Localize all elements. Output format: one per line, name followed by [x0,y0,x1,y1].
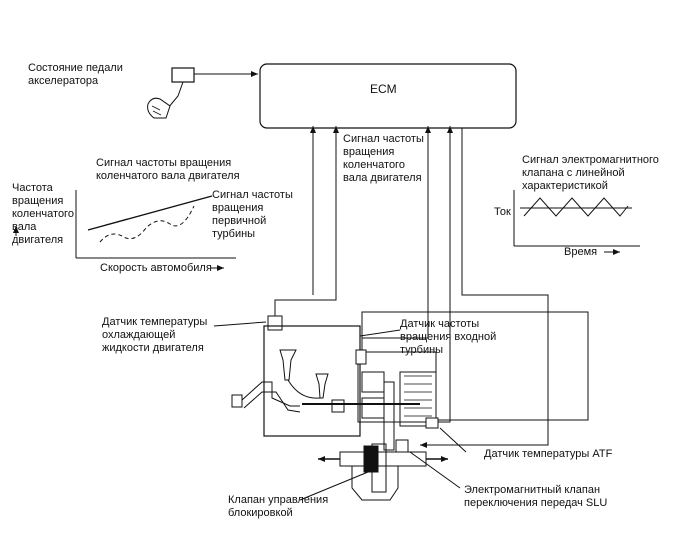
solenoid-current-wave [523,197,629,217]
engine-speed-chart [13,190,236,271]
atf-temp-sensor-label: Датчик температуры ATF [484,448,613,460]
slu-solenoid-label: Электромагнитный клапан переключения пер… [464,484,608,509]
transmission [302,349,439,493]
lockup-valve [318,439,448,501]
crankshaft-speed-line [87,195,213,231]
input-turbine-sensor-label: Датчик частоты вращения входной турбины [400,318,497,356]
lockup-valve-label: Клапан управления блокировкой [228,494,329,519]
ecm-box [259,63,517,129]
vehicle-speed-axis-label: Скорость автомобиля [100,262,212,274]
solenoid-signal-label: Сигнал электромагнитного клапана с линей… [522,154,659,192]
turbine-speed-line [99,205,195,243]
leader-lines [213,321,467,501]
ecm-label: ECM [370,82,397,96]
engine-speed-axis-label: Частота вращения коленчатого вала двигат… [12,182,74,246]
crank-signal-top-label: Сигнал частоты вращения коленчатого вала… [343,133,424,184]
accelerator-pedal-label: Состояние педали акселератора [28,62,123,87]
current-axis-label: Ток [494,206,511,218]
crank-signal-chart-label: Сигнал частоты вращения коленчатого вала… [96,157,240,182]
engine-block [231,315,361,437]
time-axis-label: Время [564,246,598,258]
accelerator-pedal-icon [147,67,258,119]
solenoid-current-chart [513,190,640,255]
turbine-signal-label: Сигнал частоты вращения первичной турбин… [212,189,293,240]
coolant-temp-sensor-label: Датчик температуры охлаждающей жидкости … [102,316,208,354]
